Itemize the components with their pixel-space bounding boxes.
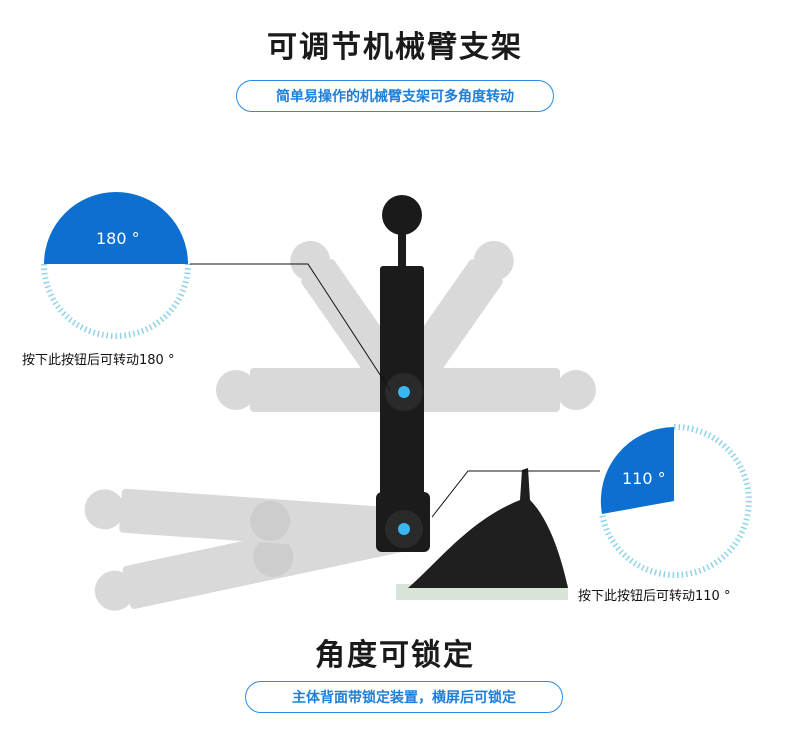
dial-110-tick-arc xyxy=(599,423,752,578)
dial-180-filled-half xyxy=(44,192,188,264)
dial-110 xyxy=(599,423,752,578)
caption-110: 按下此按钮后可转动110 ° xyxy=(578,589,731,604)
ball-head xyxy=(382,195,422,235)
section-title: 角度可锁定 xyxy=(315,638,475,673)
dial-180-label: 180 ° xyxy=(96,229,140,248)
dial-180-tick-arc xyxy=(41,263,191,339)
leader-line-110 xyxy=(431,470,600,518)
leader-line-180 xyxy=(190,263,391,391)
dial-110-filled-sector xyxy=(600,427,674,514)
holder-product xyxy=(376,195,568,600)
suction-base xyxy=(408,468,568,588)
dial-110-label: 110 ° xyxy=(622,469,666,488)
dial-180 xyxy=(41,192,191,339)
page-title: 可调节机械臂支架 xyxy=(267,30,523,65)
caption-180: 按下此按钮后可转动180 ° xyxy=(22,353,175,368)
footer-pill: 主体背面带锁定装置，横屏后可锁定 xyxy=(245,681,563,713)
subtitle-pill: 简单易操作的机械臂支架可多角度转动 xyxy=(236,80,554,112)
